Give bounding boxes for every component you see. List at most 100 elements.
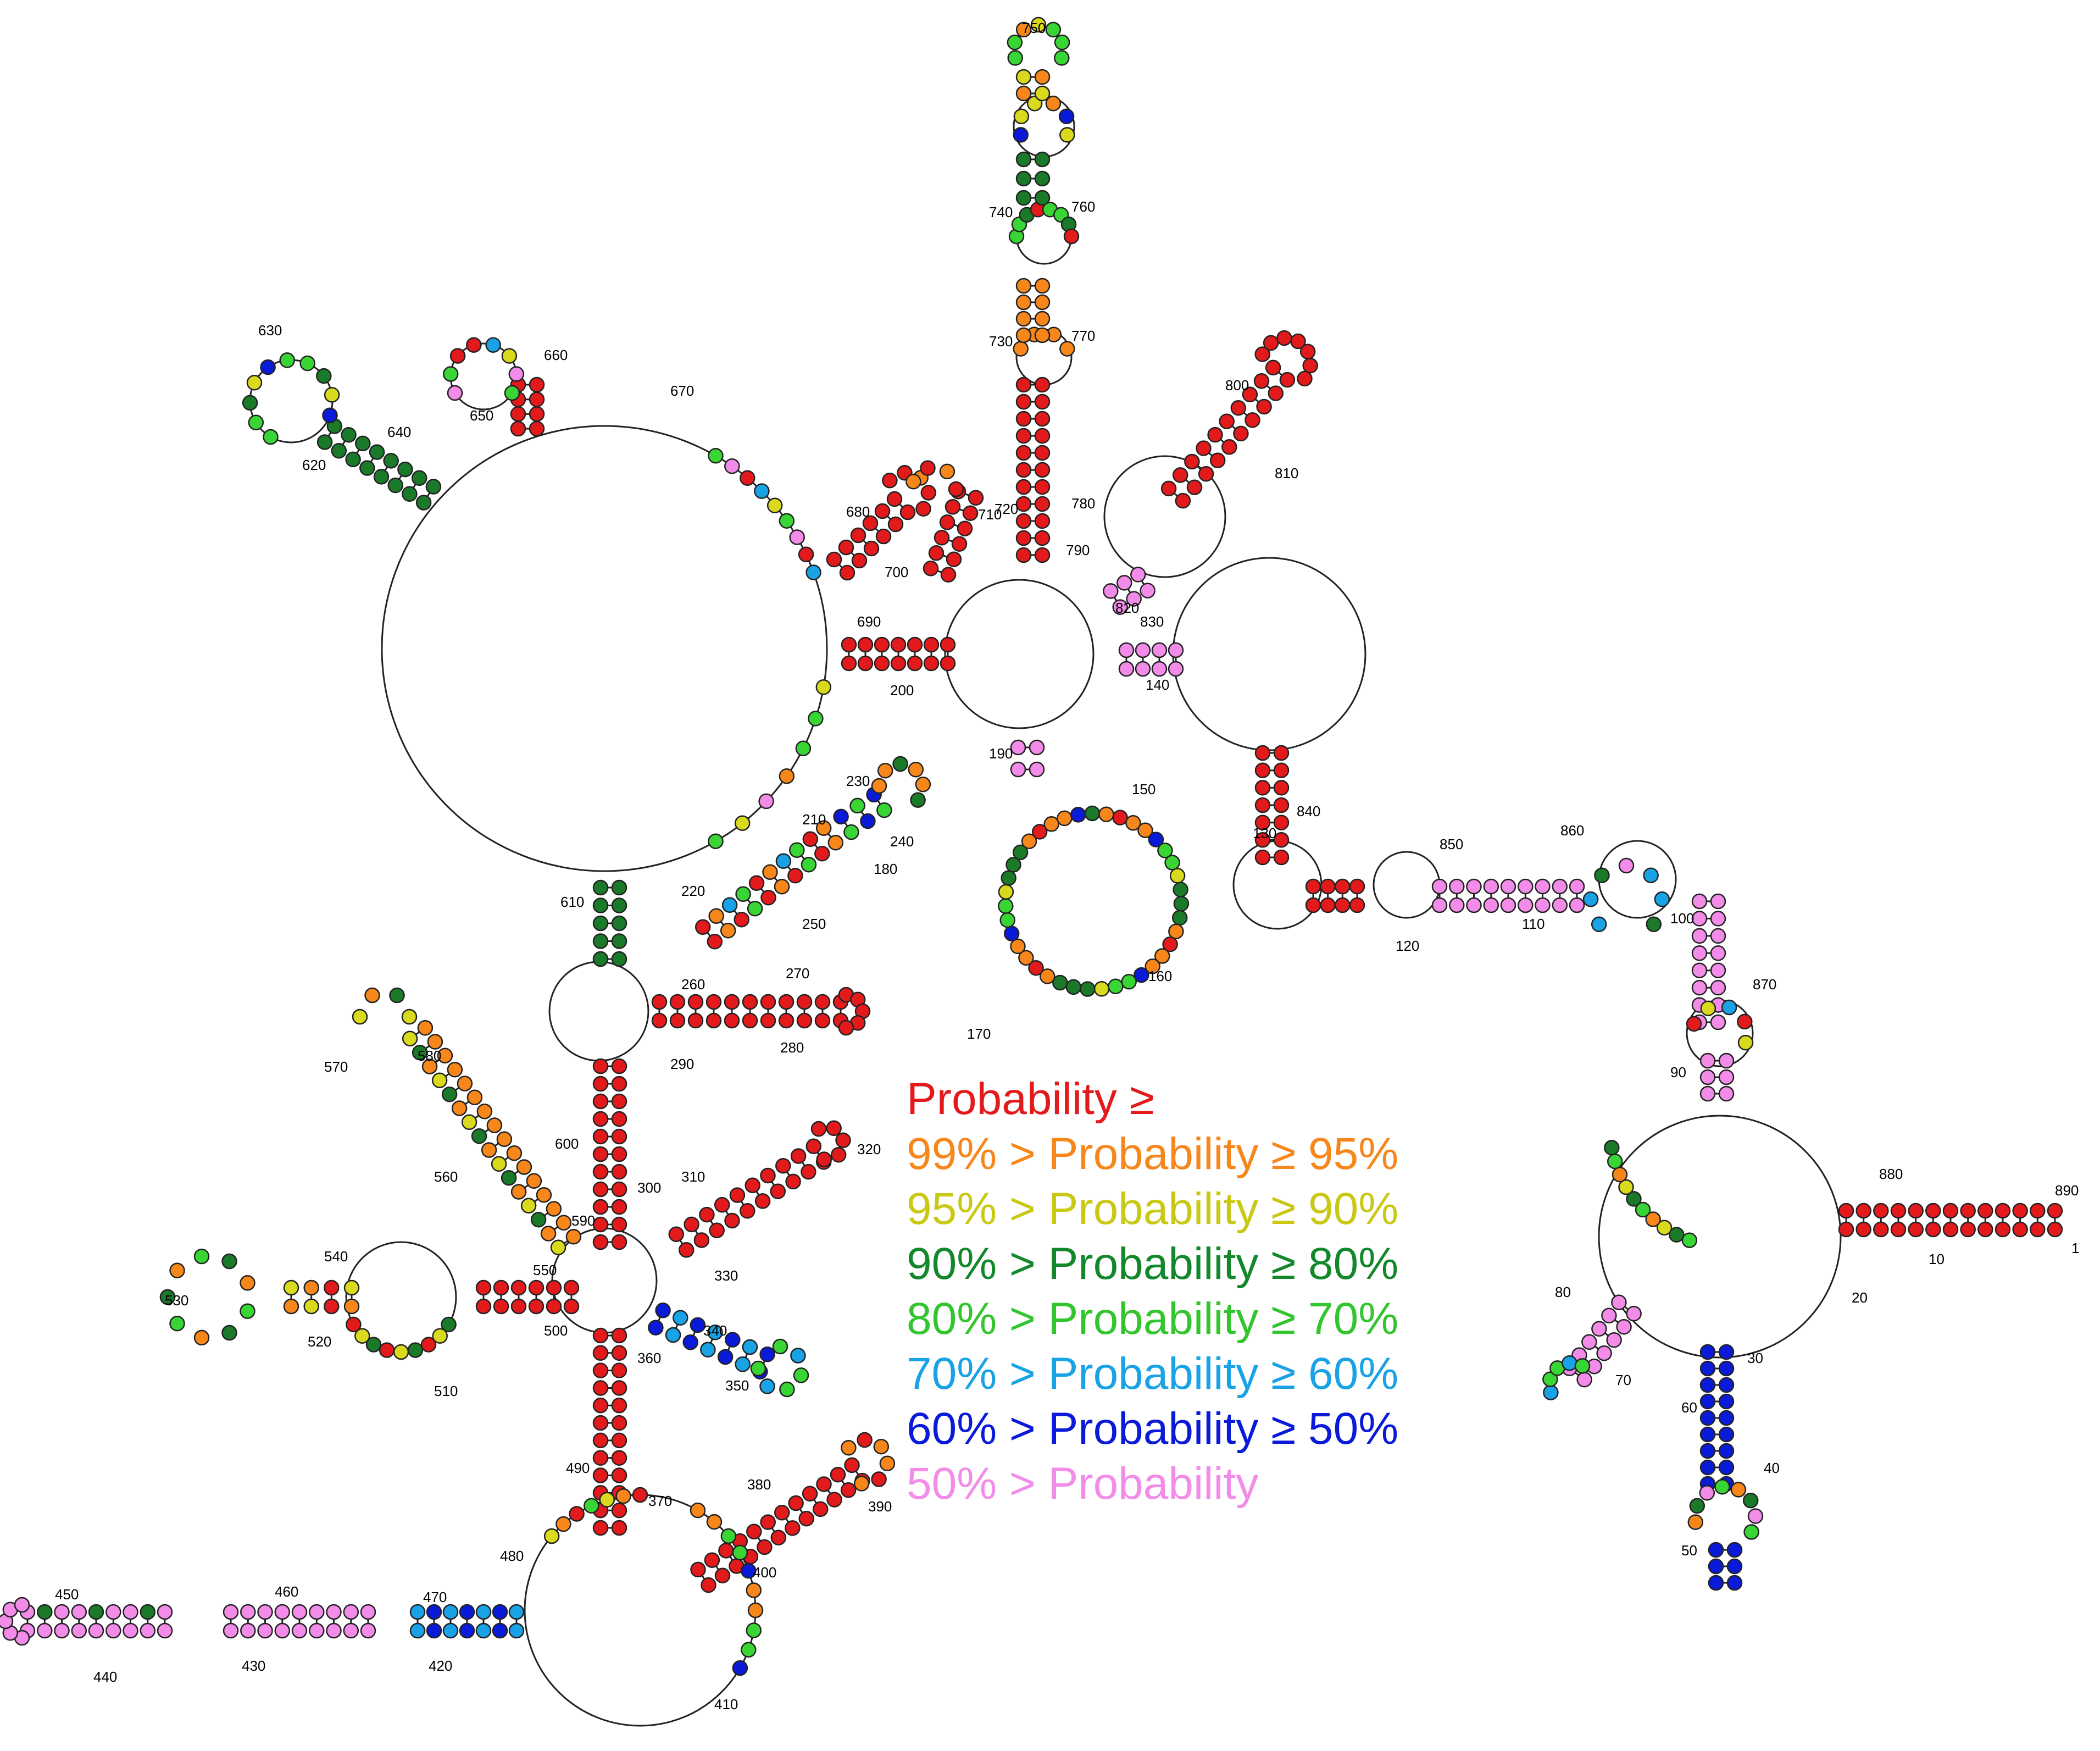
nucleotide <box>1483 878 1499 895</box>
nucleotide <box>1007 34 1023 51</box>
nucleotide <box>1718 1393 1735 1410</box>
nucleotide <box>475 1604 492 1620</box>
nucleotide <box>939 463 955 480</box>
nucleotide <box>772 1338 788 1355</box>
nucleotide <box>1065 979 1082 995</box>
nucleotide <box>1743 1524 1759 1540</box>
nucleotide <box>1034 311 1051 327</box>
position-label: 870 <box>1753 976 1776 993</box>
nucleotide <box>1273 849 1290 866</box>
nucleotide <box>1654 891 1670 907</box>
nucleotide <box>801 856 817 873</box>
nucleotide <box>1699 1410 1716 1426</box>
nucleotide <box>740 1203 755 1219</box>
nucleotide <box>322 407 338 423</box>
nucleotide <box>1730 1482 1747 1498</box>
nucleotide <box>1273 797 1290 813</box>
nucleotide <box>717 1349 734 1365</box>
nucleotide <box>1164 855 1180 871</box>
nucleotide <box>1710 945 1726 961</box>
nucleotide <box>874 655 890 672</box>
nucleotide <box>779 513 795 529</box>
nucleotide <box>648 1320 664 1336</box>
position-label: 110 <box>1522 916 1545 932</box>
nucleotide <box>1691 928 1708 944</box>
nucleotide <box>546 1201 562 1217</box>
nucleotide <box>1184 453 1200 470</box>
nucleotide <box>441 1316 457 1333</box>
nucleotide <box>159 1289 176 1305</box>
nucleotide <box>1718 1377 1735 1393</box>
nucleotide <box>705 994 722 1010</box>
nucleotide <box>1034 394 1051 410</box>
nucleotide <box>1093 981 1110 997</box>
nucleotide <box>724 1012 740 1029</box>
nucleotide <box>1043 816 1059 832</box>
position-label: 220 <box>681 883 705 899</box>
position-label: 410 <box>714 1696 738 1713</box>
nucleotide <box>1699 1069 1716 1085</box>
position-label: 510 <box>434 1383 458 1399</box>
nucleotide <box>934 530 950 546</box>
nucleotide <box>734 815 751 831</box>
nucleotide <box>496 1131 513 1148</box>
nucleotide <box>1207 426 1223 443</box>
nucleotide <box>857 655 874 672</box>
nucleotide <box>409 1622 426 1639</box>
position-label: 290 <box>670 1056 694 1072</box>
nucleotide <box>1552 878 1568 895</box>
nucleotide <box>1708 1558 1724 1575</box>
nucleotide <box>1118 661 1135 677</box>
nucleotide <box>762 864 778 880</box>
nucleotide <box>708 448 724 464</box>
nucleotide <box>1145 958 1160 974</box>
nucleotide <box>2047 1203 2063 1219</box>
nucleotide <box>851 552 868 569</box>
nucleotide <box>704 1552 720 1568</box>
nucleotide <box>71 1622 87 1639</box>
nucleotide <box>1015 547 1032 563</box>
nucleotide <box>732 1660 748 1676</box>
nucleotide <box>1689 1498 1705 1514</box>
nucleotide <box>1219 413 1235 429</box>
nucleotide <box>221 1325 237 1341</box>
nucleotide <box>493 1279 509 1296</box>
nucleotide <box>341 426 357 443</box>
nucleotide <box>669 1012 686 1029</box>
nucleotide <box>1010 739 1026 756</box>
nucleotide <box>1699 1052 1716 1069</box>
nucleotide <box>890 655 907 672</box>
nucleotide <box>1273 745 1290 761</box>
nucleotide <box>908 762 924 778</box>
nucleotide <box>1626 1305 1642 1322</box>
nucleotide <box>940 567 957 583</box>
nucleotide <box>279 352 295 368</box>
nucleotide <box>999 912 1015 928</box>
nucleotide <box>844 1457 860 1473</box>
position-label: 440 <box>93 1669 117 1685</box>
nucleotide <box>1742 1492 1759 1509</box>
nucleotide <box>611 1199 627 1215</box>
nucleotide <box>1535 897 1551 913</box>
nucleotide <box>316 434 333 450</box>
nucleotide <box>1302 357 1318 374</box>
nucleotide <box>1611 1294 1627 1311</box>
nucleotide <box>871 778 887 794</box>
position-label: 470 <box>423 1589 447 1605</box>
nucleotide <box>669 994 686 1010</box>
nucleotide <box>316 368 332 384</box>
nucleotide <box>1708 1575 1724 1591</box>
nucleotide <box>890 636 907 653</box>
nucleotide <box>1245 412 1260 428</box>
position-label: 540 <box>324 1248 348 1265</box>
nucleotide <box>1045 96 1062 112</box>
position-label: 30 <box>1747 1350 1763 1366</box>
position-label: 560 <box>434 1168 458 1185</box>
nucleotide <box>1747 1508 1764 1524</box>
nucleotide <box>592 1146 609 1162</box>
nucleotide <box>690 1317 706 1333</box>
nucleotide <box>830 1146 847 1163</box>
nucleotide <box>1021 833 1037 849</box>
nucleotide <box>1718 1344 1735 1360</box>
nucleotide <box>1594 867 1610 883</box>
